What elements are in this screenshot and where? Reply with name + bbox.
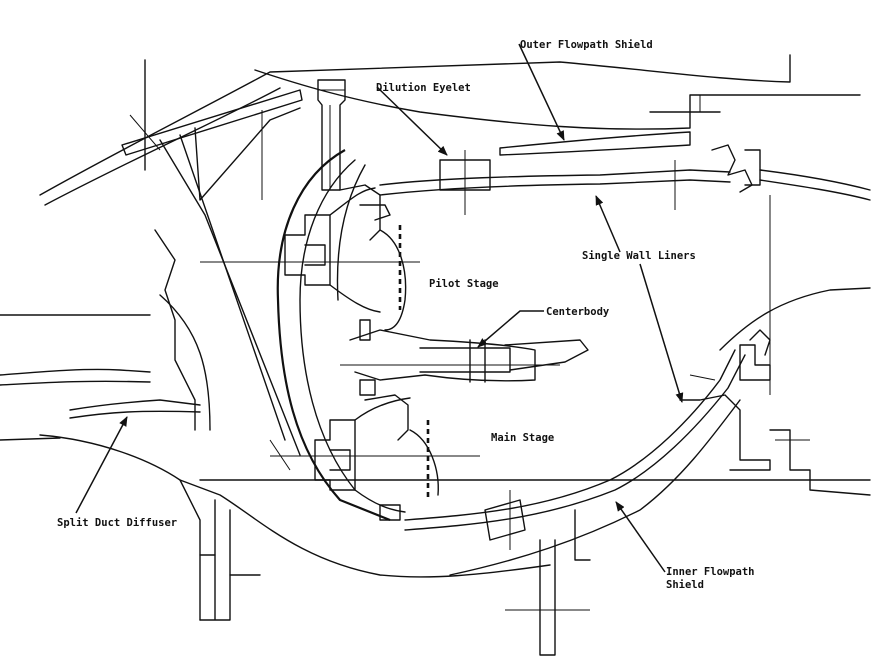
leader-outer-flowpath-shield [518,43,565,141]
leader-single-wall-liners-lower [639,263,684,403]
main-swirler [270,394,480,521]
inner-flowpath-shield [199,394,871,656]
pilot-swirler [200,184,420,331]
label-split-duct-diffuser: Split Duct Diffuser [57,517,177,529]
leader-split-duct-diffuser [75,416,128,514]
outer-liner [379,150,731,215]
labels: Outer Flowpath Shield Dilution Eyelet Si… [57,39,755,591]
label-main-stage: Main Stage [491,432,554,444]
turbine-nozzle-outer [711,144,871,395]
label-inner-flowpath-shield-line2: Shield [666,579,704,591]
outer-casing [39,54,861,206]
label-pilot-stage: Pilot Stage [429,278,499,290]
split-duct-diffuser-structure [0,229,551,621]
leader-dilution-eyelet [376,86,448,156]
label-single-wall-liners: Single Wall Liners [582,250,696,262]
turbine-nozzle-inner [689,287,871,381]
combustor-dome [269,149,391,522]
centerbody-assembly [340,319,589,396]
leader-single-wall-liners-upper [595,195,621,253]
leader-centerbody [477,310,544,348]
leader-inner-flowpath-shield [615,501,666,573]
inlet-struts [121,59,303,456]
leader-lines [75,43,684,573]
label-inner-flowpath-shield-line1: Inner Flowpath [666,566,755,578]
label-centerbody: Centerbody [546,306,610,318]
label-dilution-eyelet: Dilution Eyelet [376,82,471,94]
label-outer-flowpath-shield: Outer Flowpath Shield [520,39,653,51]
outer-flowpath-shield [499,131,691,156]
